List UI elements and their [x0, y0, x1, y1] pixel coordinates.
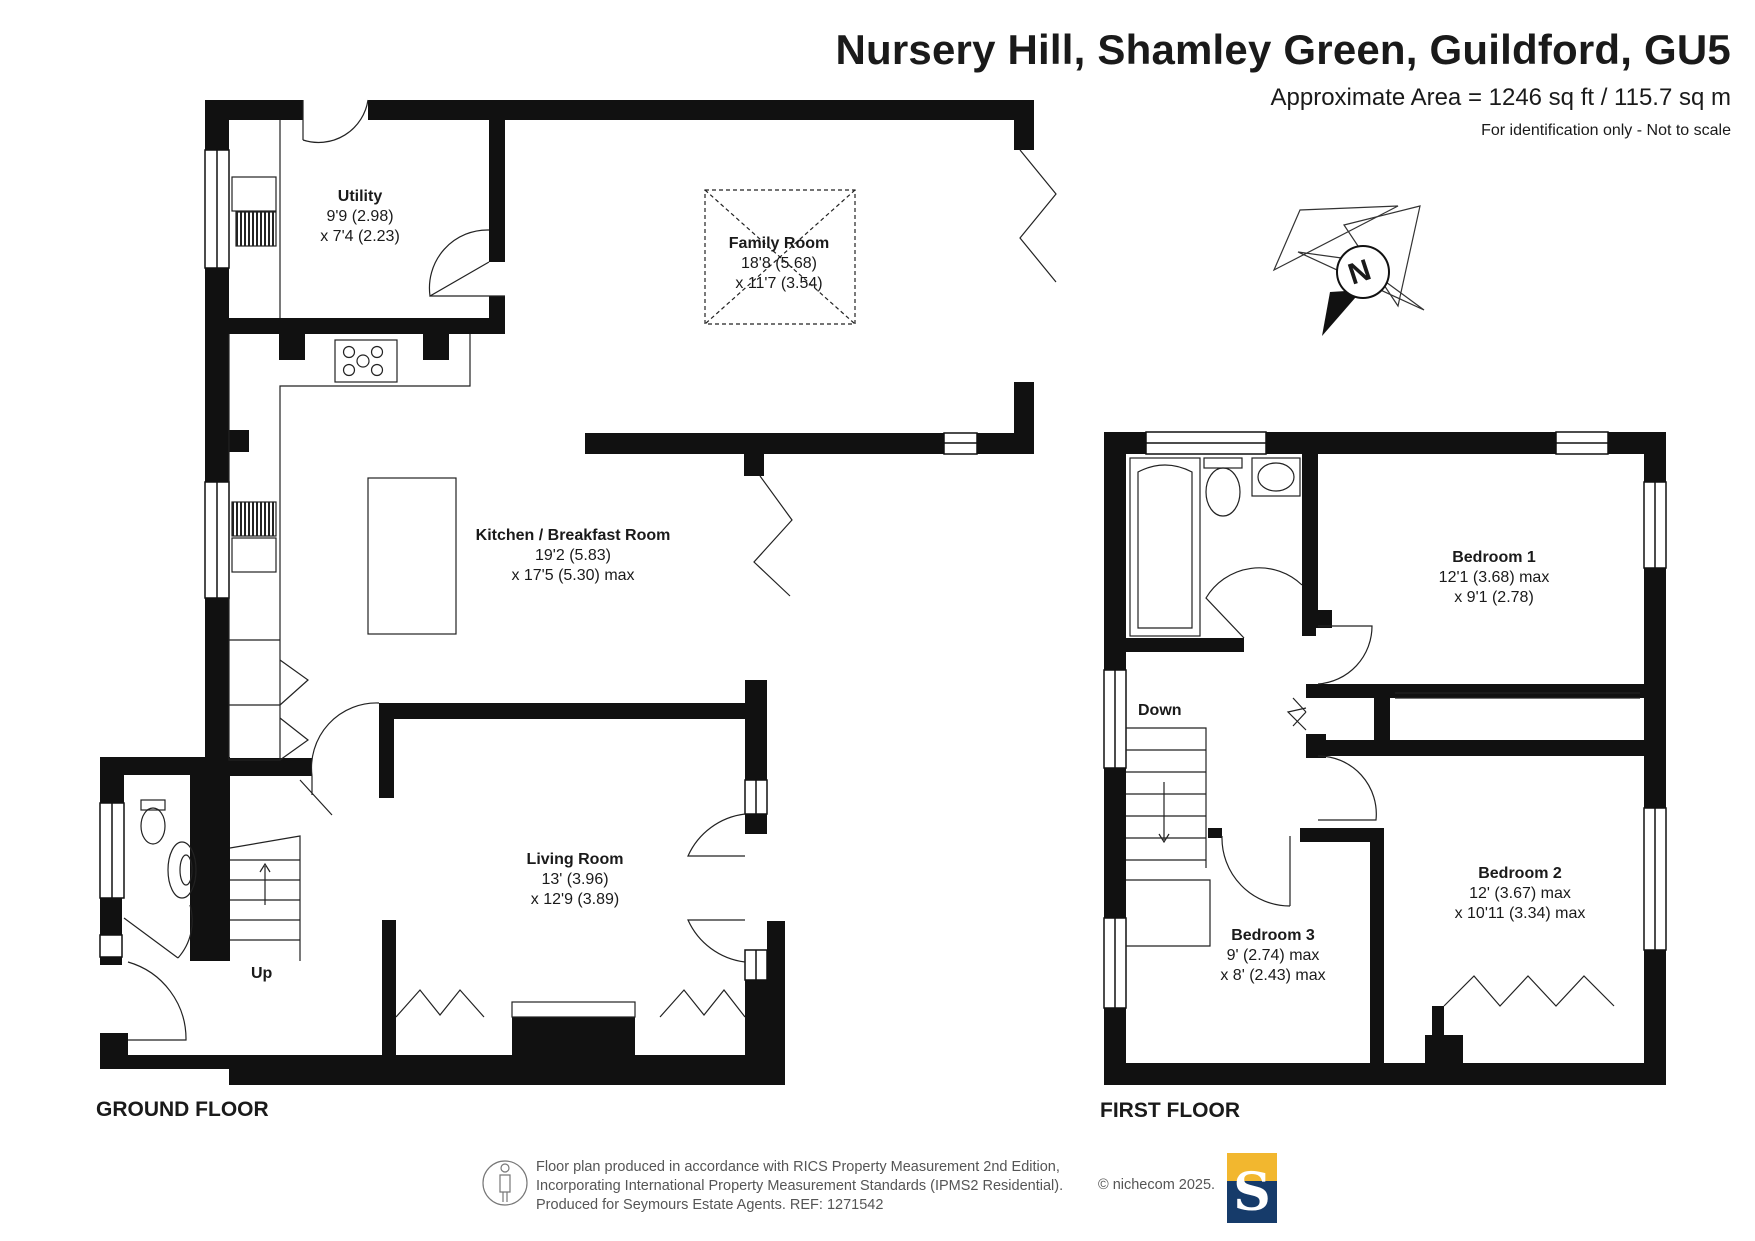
ground-floor-windows [99, 149, 978, 981]
property-title: Nursery Hill, Shamley Green, Guildford, … [835, 26, 1731, 73]
room-dim: x 9'1 (2.78) [1454, 589, 1534, 606]
footer-line: Floor plan produced in accordance with R… [536, 1159, 1060, 1175]
footer-notes: Floor plan produced in accordance with R… [536, 1158, 1063, 1215]
ground-floor-label: GROUND FLOOR [96, 1098, 269, 1121]
first-floor-doors [1205, 567, 1377, 907]
stairs-up-label: Up [251, 965, 273, 982]
producer-credit: © nichecom 2025. [1098, 1177, 1216, 1193]
room-dim: 13' (3.96) [541, 871, 609, 888]
seymours-logo: S [1227, 1153, 1277, 1223]
room-dim: 19'2 (5.83) [535, 547, 611, 564]
stairs-down-label: Down [1138, 702, 1182, 719]
room-dim: 9' (2.74) max [1226, 947, 1320, 964]
room-dim: x 17'5 (5.30) max [511, 567, 635, 584]
first-floor-label: FIRST FLOOR [1100, 1099, 1240, 1122]
room-name: Bedroom 3 [1231, 927, 1315, 944]
first-floor-windows [1103, 431, 1667, 1009]
room-living: Living Room 13' (3.96) x 12'9 (3.89) [527, 850, 624, 910]
room-dim: x 11'7 (3.54) [735, 275, 823, 292]
room-bedroom-1: Bedroom 1 12'1 (3.68) max x 9'1 (2.78) [1439, 548, 1550, 608]
logo-band [1227, 1153, 1277, 1181]
compass-rose [1272, 205, 1425, 336]
room-bedroom-3: Bedroom 3 9' (2.74) max x 8' (2.43) max [1220, 926, 1325, 986]
room-name: Family Room [728, 235, 830, 252]
room-name: Bedroom 2 [1478, 865, 1562, 882]
ground-floor-doors [123, 99, 1057, 1041]
first-floor-fittings [1126, 457, 1640, 1007]
ground-floor-fittings [140, 120, 856, 1018]
room-dim: x 10'11 (3.34) max [1454, 905, 1586, 922]
ipms-icon [482, 1160, 528, 1206]
approximate-area: Approximate Area = 1246 sq ft / 115.7 sq… [1270, 84, 1732, 111]
room-name: Bedroom 1 [1452, 549, 1536, 566]
room-dim: 12' (3.67) max [1469, 885, 1571, 902]
room-dim: 18'8 (5.68) [741, 255, 817, 272]
room-family: Family Room 18'8 (5.68) x 11'7 (3.54) [729, 234, 829, 294]
first-floor-walls [1104, 432, 1666, 1085]
room-name: Utility [337, 188, 383, 205]
room-dim: 9'9 (2.98) [326, 208, 394, 225]
room-dim: x 12'9 (3.89) [530, 891, 620, 908]
room-dim: x 7'4 (2.23) [320, 228, 400, 245]
logo-letter: S [1233, 1162, 1271, 1223]
disclaimer: For identification only - Not to scale [1481, 122, 1731, 139]
footer-line: Incorporating International Property Mea… [536, 1178, 1064, 1194]
room-utility: Utility 9'9 (2.98) x 7'4 (2.23) [320, 187, 400, 247]
room-name: Kitchen / Breakfast Room [475, 527, 671, 544]
room-dim: 12'1 (3.68) max [1438, 569, 1550, 586]
ground-floor-walls [100, 100, 1034, 1085]
room-dim: x 8' (2.43) max [1220, 967, 1326, 984]
footer-line: Produced for Seymours Estate Agents. REF… [536, 1197, 884, 1213]
room-bedroom-2: Bedroom 2 12' (3.67) max x 10'11 (3.34) … [1455, 864, 1586, 924]
room-name: Living Room [526, 851, 624, 868]
room-kitchen: Kitchen / Breakfast Room 19'2 (5.83) x 1… [476, 526, 671, 586]
